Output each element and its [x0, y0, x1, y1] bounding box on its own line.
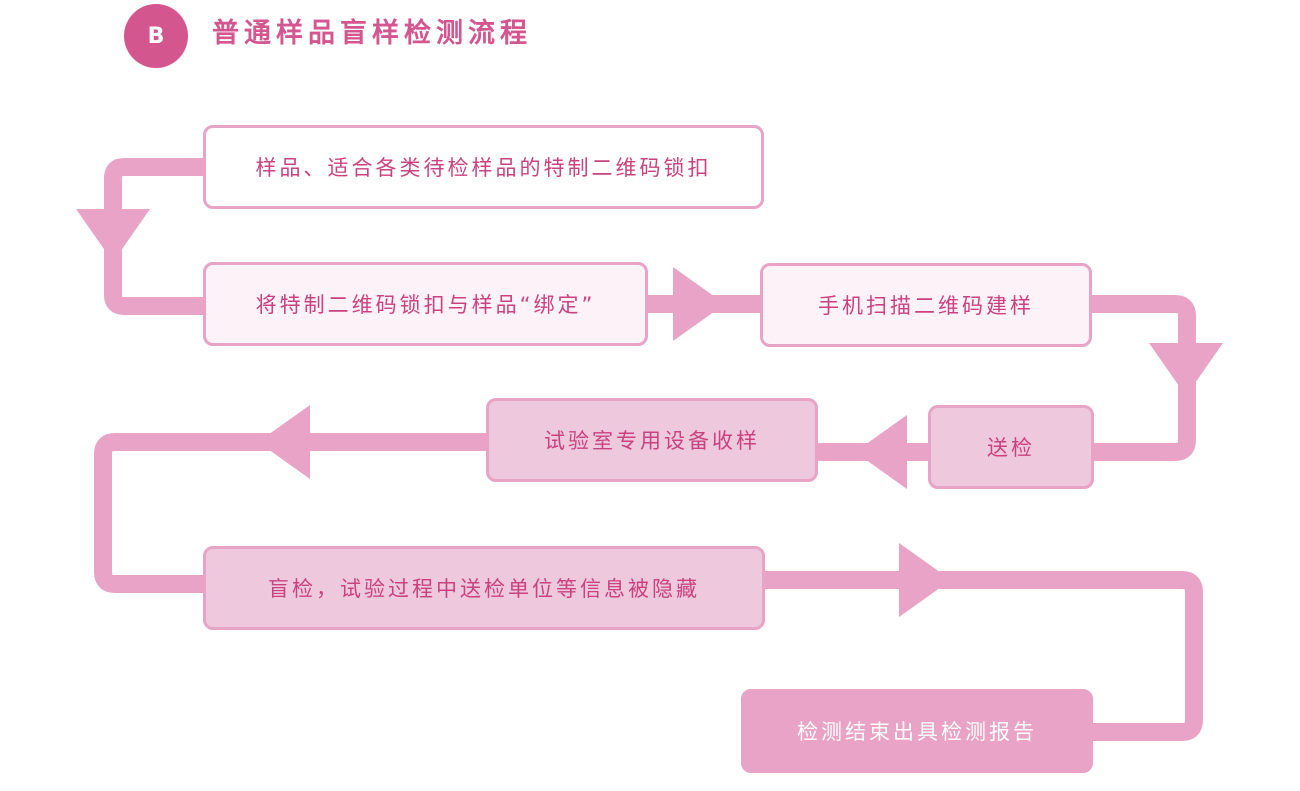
step-label: 将特制二维码锁扣与样品“绑定”	[255, 293, 596, 317]
arrow-left-icon	[855, 415, 907, 489]
step-bind-lock: 将特制二维码锁扣与样品“绑定”	[203, 262, 648, 346]
connector-6-7	[765, 571, 1203, 741]
step-label: 检测结束出具检测报告	[797, 720, 1037, 744]
step-sample-lock: 样品、适合各类待检样品的特制二维码锁扣	[203, 125, 764, 209]
step-blind-test: 盲检，试验过程中送检单位等信息被隐藏	[203, 546, 765, 630]
step-scan-qr: 手机扫描二维码建样	[760, 263, 1092, 347]
connector-5-6	[94, 433, 486, 593]
arrow-down-icon	[76, 209, 150, 262]
arrow-down-icon	[1149, 343, 1223, 396]
step-submit: 送检	[928, 405, 1094, 489]
step-label: 盲检，试验过程中送检单位等信息被隐藏	[268, 577, 700, 601]
step-issue-report: 检测结束出具检测报告	[741, 689, 1093, 773]
step-lab-receive: 试验室专用设备收样	[486, 398, 818, 482]
page-title: 普通样品盲样检测流程	[212, 18, 532, 49]
step-label: 样品、适合各类待检样品的特制二维码锁扣	[255, 156, 712, 180]
arrow-left-icon	[258, 405, 310, 479]
arrow-right-icon	[899, 543, 951, 617]
arrow-right-icon	[673, 267, 725, 341]
step-label: 试验室专用设备收样	[544, 429, 760, 453]
section-badge: B	[124, 4, 188, 68]
step-label: 送检	[987, 436, 1035, 460]
connector-3-4	[1092, 295, 1196, 461]
step-label: 手机扫描二维码建样	[818, 294, 1034, 318]
